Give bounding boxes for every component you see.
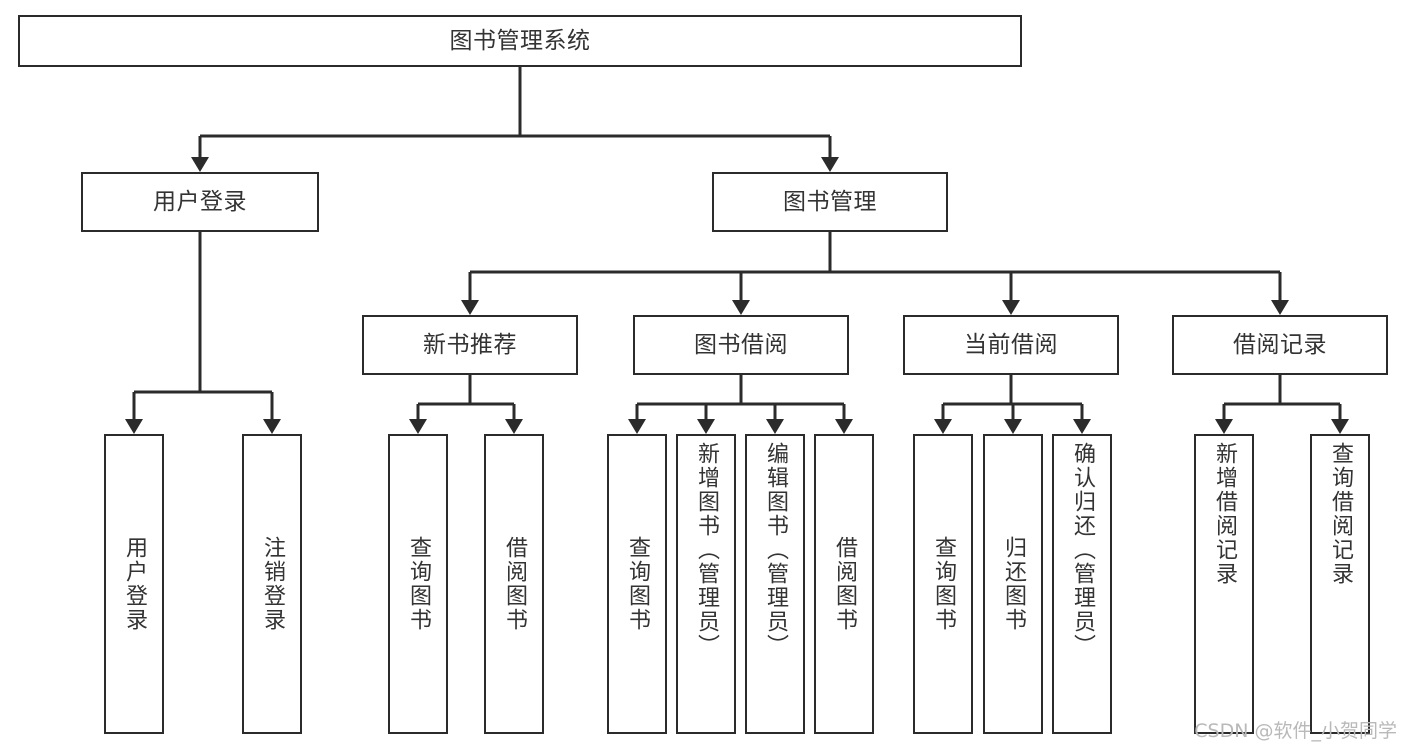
node-leaf-confirm-return-label: 确认归还（管理员） bbox=[1070, 442, 1095, 658]
node-leaf-borrow-book-1[interactable]: 借阅图书 bbox=[484, 434, 544, 734]
node-leaf-confirm-return[interactable]: 确认归还（管理员） bbox=[1052, 434, 1112, 734]
node-book-borrow[interactable]: 图书借阅 bbox=[633, 315, 849, 375]
node-leaf-query-book-3[interactable]: 查询图书 bbox=[913, 434, 973, 734]
node-book-borrow-label: 图书借阅 bbox=[694, 331, 788, 358]
node-current-borrow-label: 当前借阅 bbox=[964, 331, 1058, 358]
node-leaf-borrow-book-1-label: 借阅图书 bbox=[502, 536, 527, 632]
node-leaf-return-book-label: 归还图书 bbox=[1001, 536, 1026, 632]
node-leaf-query-book-1[interactable]: 查询图书 bbox=[388, 434, 448, 734]
node-borrow-record[interactable]: 借阅记录 bbox=[1172, 315, 1388, 375]
node-root-label: 图书管理系统 bbox=[449, 27, 591, 54]
node-leaf-query-book-3-label: 查询图书 bbox=[931, 536, 956, 632]
node-leaf-return-book[interactable]: 归还图书 bbox=[983, 434, 1043, 734]
node-book-manage-label: 图书管理 bbox=[783, 188, 877, 215]
node-leaf-borrow-book-2[interactable]: 借阅图书 bbox=[814, 434, 874, 734]
node-user-login-label: 用户登录 bbox=[153, 188, 247, 215]
node-new-book-recommend[interactable]: 新书推荐 bbox=[362, 315, 578, 375]
node-new-book-recommend-label: 新书推荐 bbox=[423, 331, 517, 358]
node-borrow-record-label: 借阅记录 bbox=[1233, 331, 1327, 358]
node-leaf-query-record-label: 查询借阅记录 bbox=[1328, 442, 1353, 586]
node-leaf-query-book-1-label: 查询图书 bbox=[406, 536, 431, 632]
node-leaf-logout[interactable]: 注销登录 bbox=[242, 434, 302, 734]
node-leaf-user-login[interactable]: 用户登录 bbox=[104, 434, 164, 734]
node-current-borrow[interactable]: 当前借阅 bbox=[903, 315, 1119, 375]
node-leaf-edit-book-label: 编辑图书（管理员） bbox=[763, 442, 788, 658]
node-leaf-logout-label: 注销登录 bbox=[260, 536, 285, 632]
node-leaf-query-book-2-label: 查询图书 bbox=[625, 536, 650, 632]
node-leaf-query-record[interactable]: 查询借阅记录 bbox=[1310, 434, 1370, 734]
node-leaf-add-book-label: 新增图书（管理员） bbox=[694, 442, 719, 658]
node-leaf-add-book[interactable]: 新增图书（管理员） bbox=[676, 434, 736, 734]
node-root[interactable]: 图书管理系统 bbox=[18, 15, 1022, 67]
node-leaf-add-record-label: 新增借阅记录 bbox=[1212, 442, 1237, 586]
node-leaf-user-login-label: 用户登录 bbox=[122, 536, 147, 632]
node-leaf-add-record[interactable]: 新增借阅记录 bbox=[1194, 434, 1254, 734]
node-user-login[interactable]: 用户登录 bbox=[81, 172, 319, 232]
node-leaf-query-book-2[interactable]: 查询图书 bbox=[607, 434, 667, 734]
node-leaf-borrow-book-2-label: 借阅图书 bbox=[832, 536, 857, 632]
node-book-manage[interactable]: 图书管理 bbox=[712, 172, 948, 232]
watermark-text: CSDN @软件_小贺同学 bbox=[1194, 720, 1397, 742]
node-leaf-edit-book[interactable]: 编辑图书（管理员） bbox=[745, 434, 805, 734]
